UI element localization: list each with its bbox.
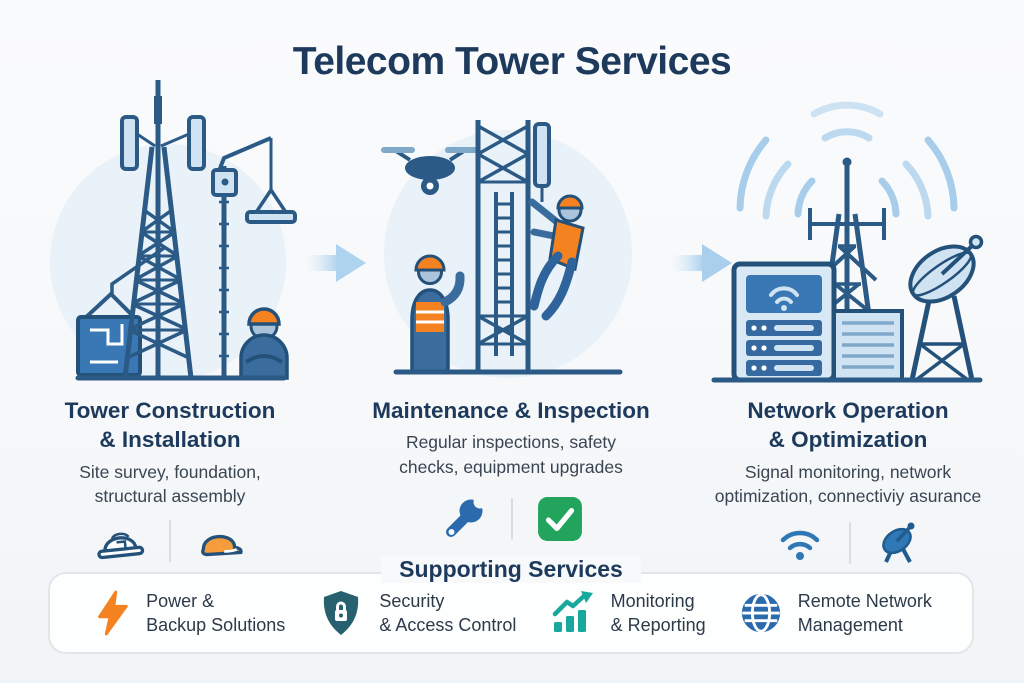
supporting-item-monitoring: Monitoring & Reporting [549, 589, 706, 638]
bar-chart-icon [549, 589, 597, 637]
server-rack [731, 261, 837, 383]
step-column-network: Network Operation & Optimization Signal … [680, 396, 1016, 566]
supporting-item-label: Monitoring & Reporting [610, 590, 706, 635]
tower-antennas [120, 96, 206, 171]
step-icon-row [348, 495, 674, 543]
wrench-icon [439, 495, 487, 543]
blueprint-panel [76, 246, 165, 377]
supporting-item-label: Power & Backup Solutions [146, 590, 286, 635]
construction-crane [211, 136, 297, 378]
step-heading: Maintenance & Inspection [372, 398, 650, 423]
globe-icon [738, 590, 784, 636]
icon-divider [511, 497, 513, 540]
supporting-item-power: Power & Backup Solutions [90, 589, 285, 638]
supporting-services-items: Power & Backup Solutions Security & Acce… [50, 574, 972, 652]
equipment-cabinet [832, 309, 904, 382]
page-title: Telecom Tower Services [292, 40, 732, 83]
arrow-right-icon [672, 244, 732, 282]
icon-divider [169, 520, 171, 563]
step-heading: Network Operation & Optimization [747, 398, 949, 453]
antenna-panel [533, 122, 551, 202]
supporting-item-label: Remote Network Management [797, 590, 932, 635]
supporting-item-label: Security & Access Control [379, 590, 517, 635]
signal-waves [736, 101, 958, 220]
icon-divider [849, 522, 851, 565]
ground-worker [410, 254, 465, 374]
step-icon-row [680, 520, 1016, 566]
orange-hard-hat-icon [195, 520, 245, 562]
step-description: Regular inspections, safety checks, equi… [399, 432, 623, 478]
satellite-dish-icon [875, 520, 921, 566]
lightning-icon [90, 589, 132, 637]
shield-lock-icon [317, 589, 365, 637]
network-operation-illustration [711, 101, 984, 383]
check-square-icon [537, 496, 583, 542]
construction-worker [239, 307, 289, 380]
maintenance-inspection-illustration [381, 120, 632, 378]
step-heading: Tower Construction & Installation [64, 398, 276, 453]
tower-construction-illustration [50, 80, 297, 381]
tower-climber [528, 194, 585, 321]
step-description: Site survey, foundation, structural asse… [79, 461, 261, 507]
arrow-right-icon [306, 244, 366, 282]
supporting-item-security: Security & Access Control [317, 589, 516, 638]
inspection-drone [381, 147, 479, 195]
step-description: Signal monitoring, network optimization,… [714, 461, 982, 507]
wifi-icon [775, 521, 825, 565]
supporting-item-remote: Remote Network Management [738, 589, 932, 638]
supporting-services-card: Supporting Services Power & Backup Solut… [48, 556, 974, 654]
lattice-tower [122, 80, 194, 379]
step-column-construction: Tower Construction & Installation Site s… [16, 396, 324, 563]
tower-ladder [494, 192, 514, 356]
step-icon-row [16, 520, 324, 563]
step-column-maintenance: Maintenance & Inspection Regular inspect… [348, 396, 674, 543]
white-hard-hat-icon [95, 520, 145, 562]
supporting-services-title: Supporting Services [50, 556, 972, 583]
satellite-dish [908, 234, 984, 382]
